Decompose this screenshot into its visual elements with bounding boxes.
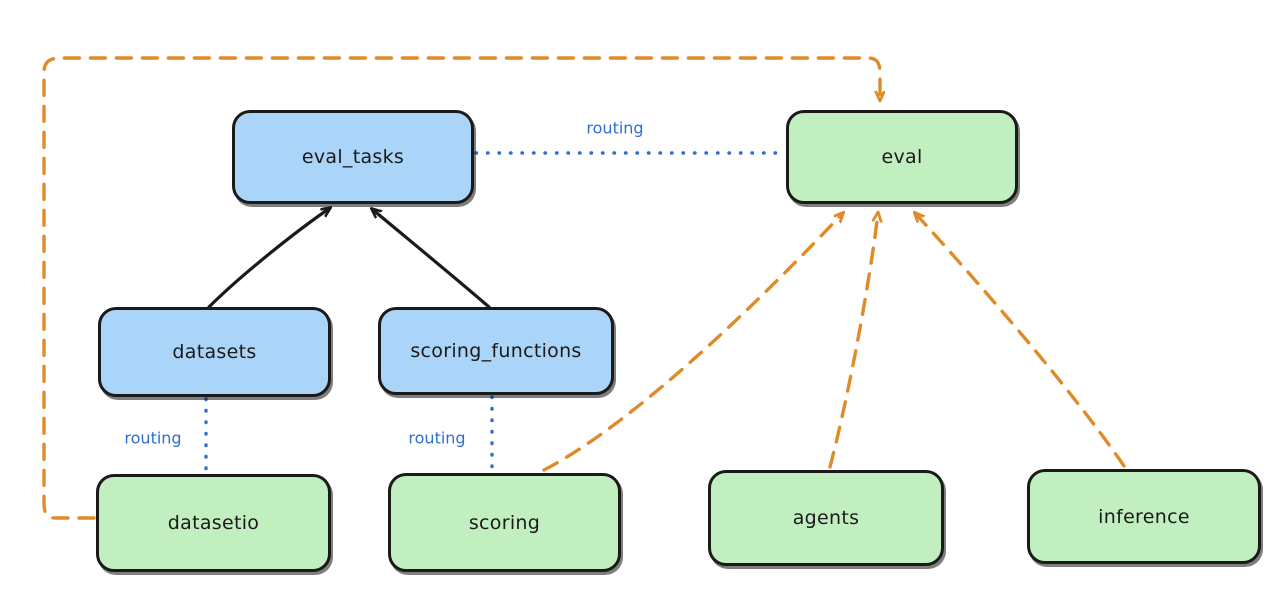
node-label-eval: eval: [881, 146, 923, 168]
node-label-agents: agents: [792, 507, 860, 529]
node-label-datasetio: datasetio: [167, 512, 260, 534]
edge-datasets-to-eval-tasks: [207, 208, 330, 309]
node-label-inference: inference: [1098, 505, 1190, 528]
node-agents[interactable]: agents: [708, 470, 944, 566]
edge-label-routing-scoring-functions-scoring: routing: [408, 428, 466, 448]
edge-scoring-functions-to-eval-tasks: [372, 209, 491, 309]
edge-label-routing-eval-tasks-eval: routing: [586, 118, 644, 138]
node-label-eval-tasks: eval_tasks: [301, 146, 405, 168]
node-datasetio[interactable]: datasetio: [96, 474, 331, 572]
edge-label-routing-datasets-datasetio: routing: [124, 428, 182, 448]
edge-agents-to-eval: [828, 213, 878, 469]
node-datasets[interactable]: datasets: [98, 307, 331, 397]
node-eval-tasks[interactable]: eval_tasks: [232, 110, 474, 204]
node-label-scoring: scoring: [468, 511, 541, 534]
node-inference[interactable]: inference: [1027, 469, 1261, 564]
node-scoring[interactable]: scoring: [388, 473, 621, 572]
node-scoring-functions[interactable]: scoring_functions: [378, 307, 614, 395]
node-label-datasets: datasets: [172, 341, 257, 363]
node-eval[interactable]: eval: [786, 110, 1018, 204]
edge-inference-to-eval: [915, 213, 1126, 468]
node-label-scoring-functions: scoring_functions: [410, 340, 582, 362]
